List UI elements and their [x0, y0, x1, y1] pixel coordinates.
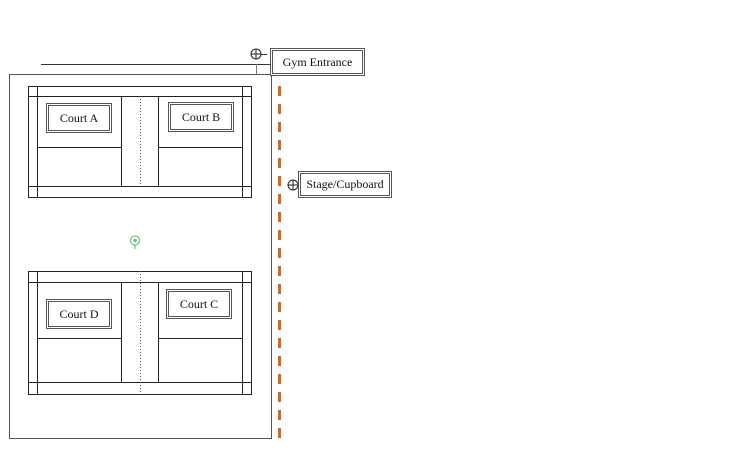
court-b-label: Court B — [168, 102, 234, 132]
entrance-wall-line — [41, 64, 271, 65]
court-d-label: Court D — [46, 299, 112, 329]
entrance-connector — [261, 54, 267, 55]
gym-entrance-label[interactable]: Gym Entrance — [270, 48, 365, 76]
court-c-label: Court C — [166, 289, 232, 319]
court-b-box[interactable]: Court B — [168, 102, 234, 132]
stage-cupboard-label[interactable]: Stage/Cupboard — [298, 171, 392, 198]
court-a-box[interactable]: Court A — [46, 103, 112, 133]
court-lines-bottom — [28, 271, 252, 395]
map-pin-icon[interactable] — [129, 235, 141, 249]
crosshair-icon[interactable] — [250, 47, 262, 60]
dashed-divider-line — [278, 86, 281, 440]
wall-tick — [256, 64, 257, 74]
court-block-top: Court A Court B — [28, 86, 252, 198]
court-lines-top — [28, 86, 252, 198]
court-c-box[interactable]: Court C — [166, 289, 232, 319]
court-a-label: Court A — [46, 103, 112, 133]
court-d-box[interactable]: Court D — [46, 299, 112, 329]
gym-hall-outline — [9, 74, 272, 439]
court-block-bottom: Court D Court C — [28, 271, 252, 395]
